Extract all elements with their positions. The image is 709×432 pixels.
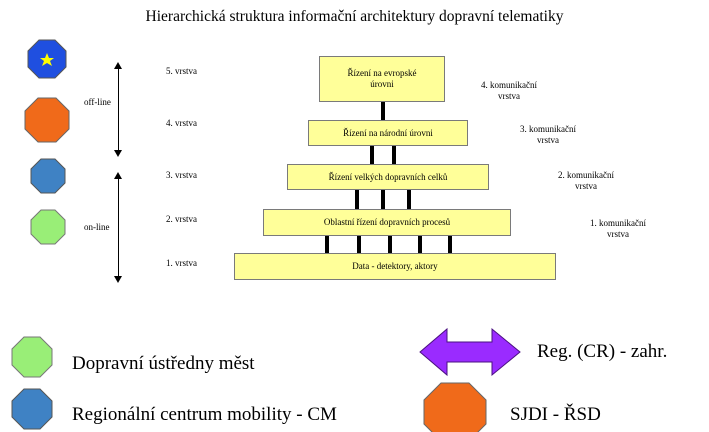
green-octagon-icon [30,209,66,245]
layer-label-4: 4. vrstva [166,118,197,128]
connector [448,235,452,254]
box-data: Data - detektory, aktory [234,253,556,280]
connector [381,189,385,209]
layer-label-3: 3. vrstva [166,170,197,180]
offline-arrow-head-down [114,150,122,157]
box-national-level: Řízení na národní úrovni [308,120,468,146]
legend-shapes [11,327,521,432]
legend-blue-label: Regionální centrum mobility - CM [72,404,337,425]
connector [388,235,392,254]
online-arrow-head-up [114,172,122,179]
online-arrow-head-down [114,276,122,283]
connector [381,101,385,121]
offline-arrow-head-up [114,62,122,69]
connector [325,235,329,254]
connector [407,189,411,209]
box-european-line2: úrovni [370,79,394,89]
orange-octagon-icon [24,97,70,143]
legend-purple-label: Reg. (CR) - zahr. [537,341,668,362]
box-european-line1: Řízení na evropské [347,68,417,78]
legend-blue-octagon-icon [11,388,53,430]
connector [418,235,422,254]
comm-layer-3: 3. komunikační vrstva [520,124,576,145]
legend-green-octagon-icon [11,336,53,378]
connector [370,145,374,165]
comm-layer-2: 2. komunikační vrstva [558,170,614,191]
box-regional-control: Oblastní řízení dopravních procesů [263,209,511,236]
connector [392,145,396,165]
online-label: on-line [84,222,110,232]
connector [355,189,359,209]
eu-octagon-icon [27,39,67,79]
connector [357,235,361,254]
left-icons [24,39,70,245]
double-arrow-icon [419,327,521,377]
offline-arrow [118,66,119,152]
box-large-units: Řízení velkých dopravních celků [287,164,489,190]
legend-orange-octagon-icon [423,382,487,432]
offline-label: off-line [84,97,111,107]
blue-octagon-icon [30,158,66,194]
layer-label-5: 5. vrstva [166,66,197,76]
online-arrow [118,176,119,278]
comm-layer-4: 4. komunikační vrstva [481,80,537,101]
page-title: Hierarchická struktura informační archit… [145,8,564,25]
legend-green-label: Dopravní ústředny měst [72,353,255,374]
comm-layer-1: 1. komunikační vrstva [590,218,646,239]
legend-orange-label: SJDI - ŘSD [510,404,601,425]
box-european-level: Řízení na evropské úrovni [319,56,445,102]
layer-label-1: 1. vrstva [166,258,197,268]
layer-label-2: 2. vrstva [166,214,197,224]
